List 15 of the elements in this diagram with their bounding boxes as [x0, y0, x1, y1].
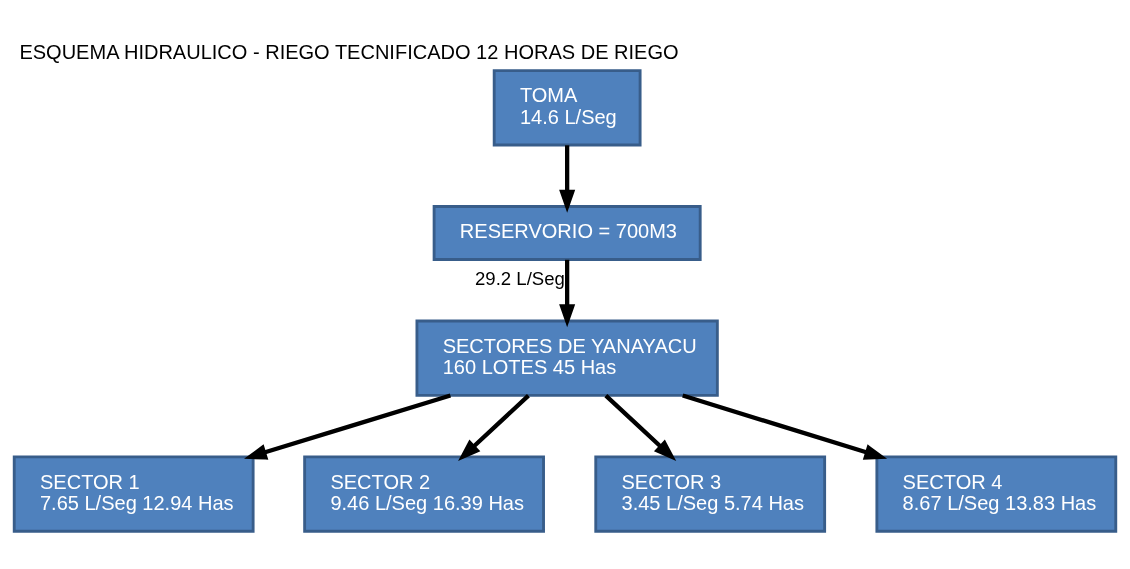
- arrow: [458, 394, 530, 462]
- node-box: SECTORES DE YANAYACU 160 LOTES 45 Has: [415, 319, 719, 397]
- arrow: [682, 393, 888, 460]
- node-box: SECTOR 3 3.45 L/Seg 5.74 Has: [594, 455, 827, 533]
- node-box: TOMA 14.6 L/Seg: [492, 69, 642, 147]
- arrow: [604, 394, 677, 462]
- arrow: [559, 259, 576, 328]
- arrow: [559, 145, 576, 213]
- arrow: [244, 393, 452, 460]
- node-box: SECTOR 1 7.65 L/Seg 12.94 Has: [12, 455, 255, 533]
- diagram-title: ESQUEMA HIDRAULICO - RIEGO TECNIFICADO 12 HORAS DE RIEGO: [19, 41, 679, 64]
- node-box: SECTOR 2 9.46 L/Seg 16.39 Has: [303, 455, 545, 533]
- edge-label: 29.2 L/Seg: [475, 268, 565, 290]
- node-box: SECTOR 4 8.67 L/Seg 13.83 Has: [875, 455, 1118, 533]
- node-box: RESERVORIO = 700M3: [432, 205, 702, 261]
